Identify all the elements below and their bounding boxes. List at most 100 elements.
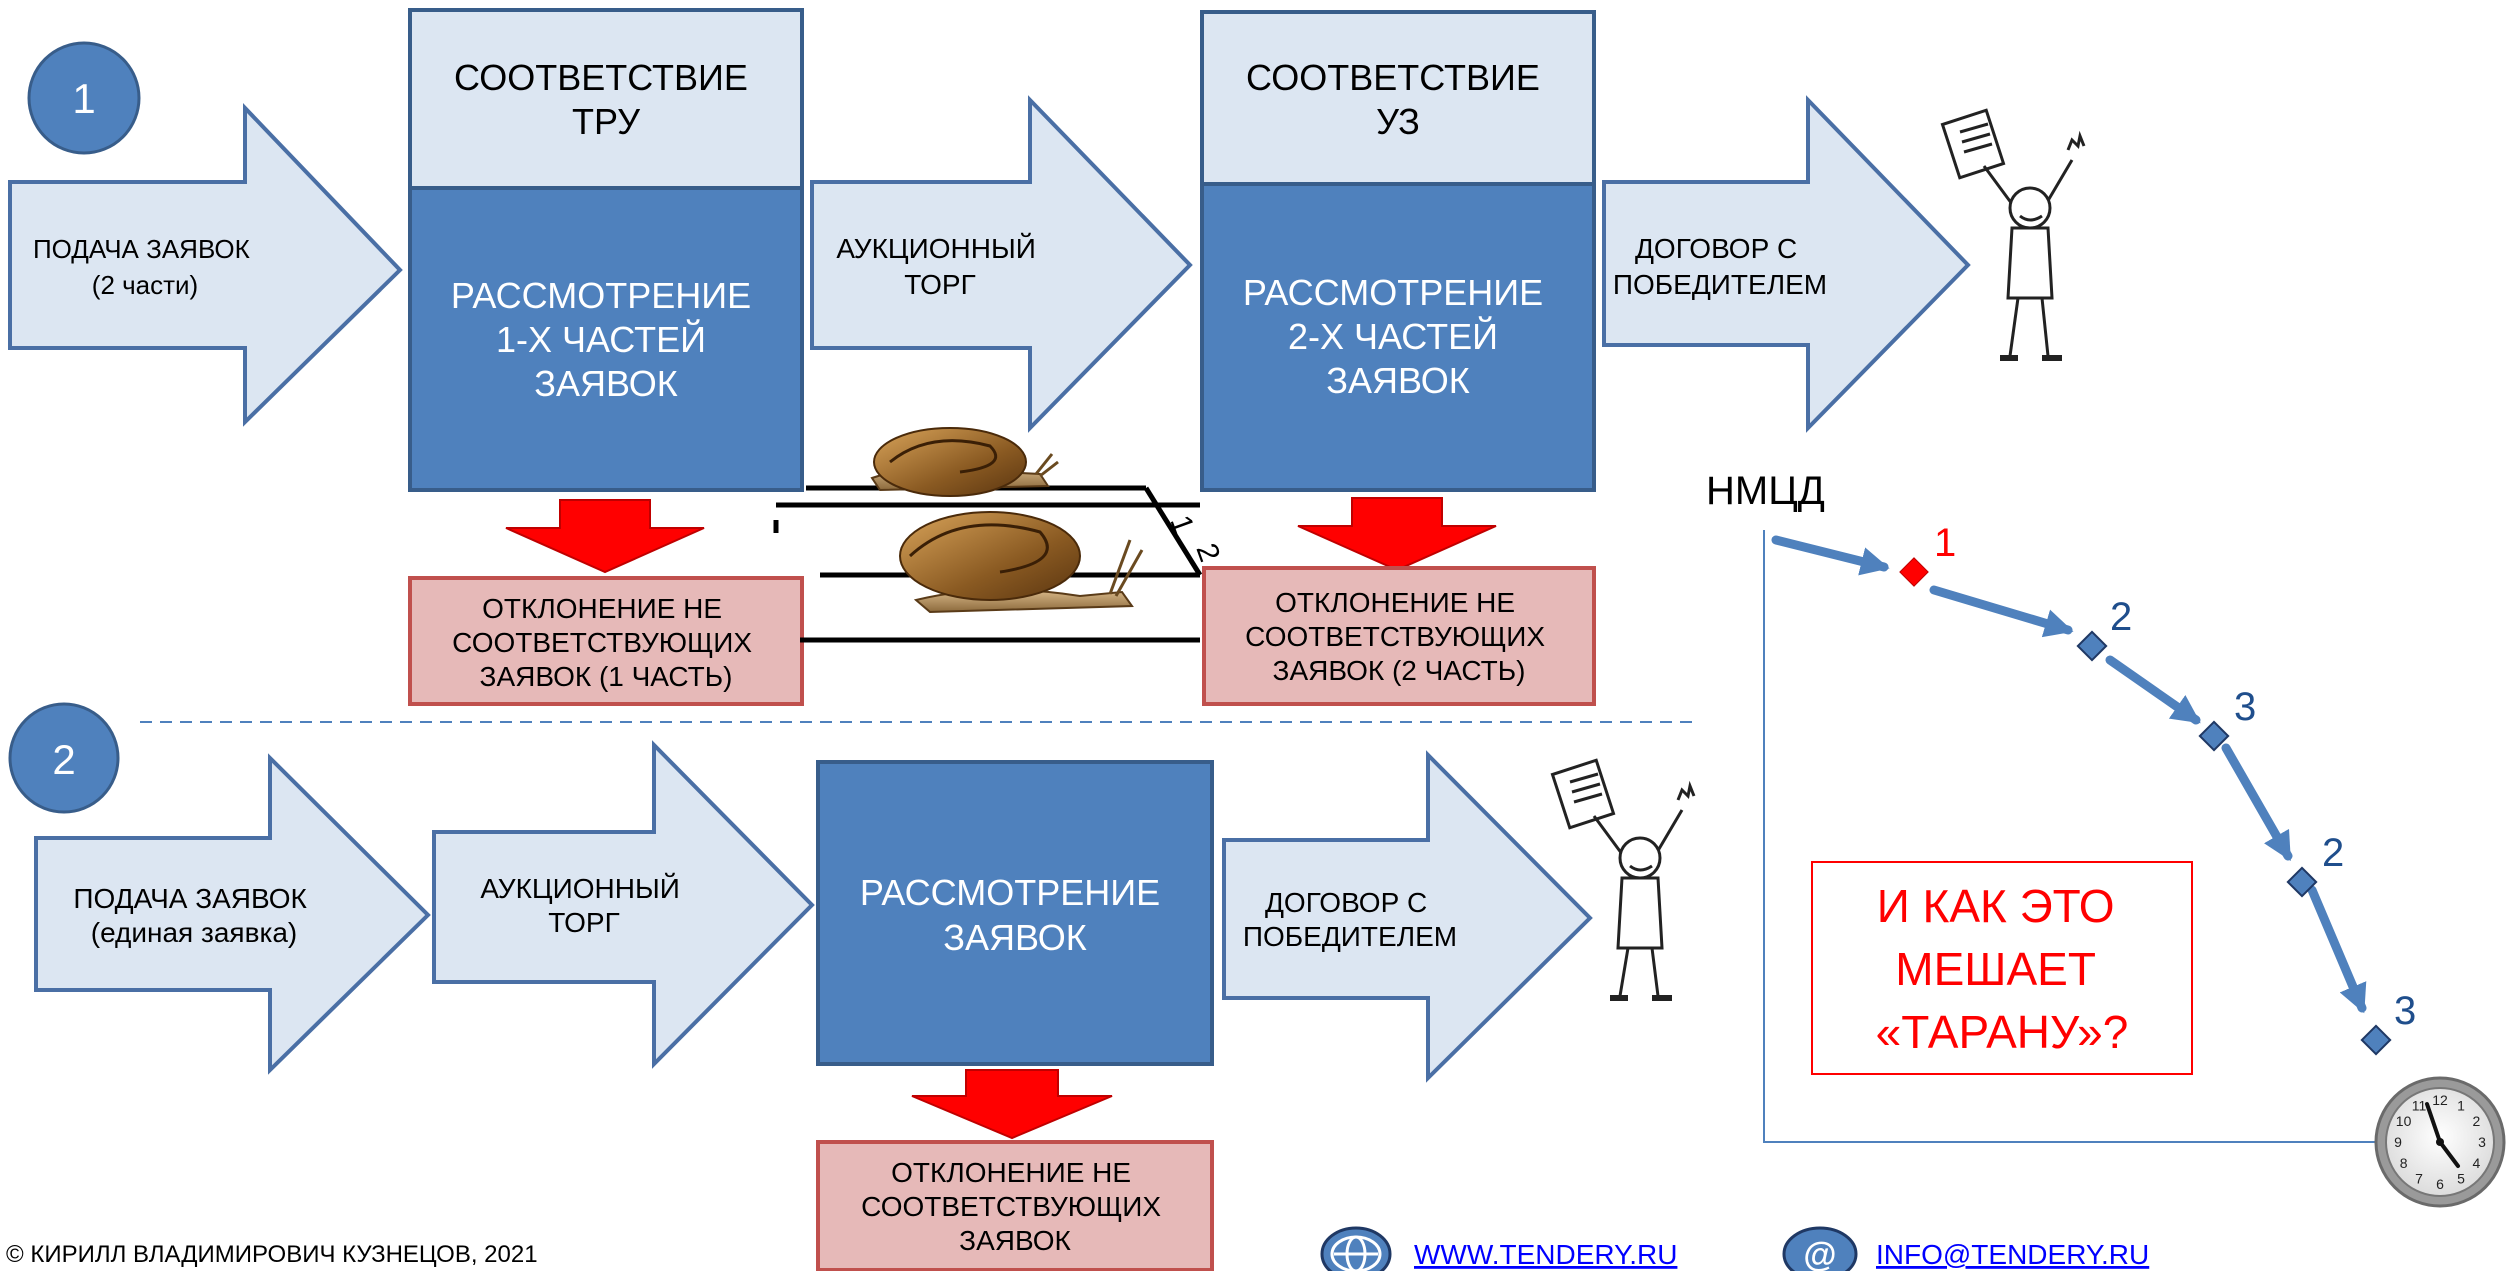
winner-figure-icon-2 bbox=[1550, 758, 1696, 1001]
reject-second-box: ОТКЛОНЕНИЕ НЕ СООТВЕТСТВУЮЩИХ ЗАЯВОК (2 … bbox=[1202, 566, 1596, 706]
lane-label-2: 2 bbox=[1189, 539, 1226, 566]
reject-single-box: ОТКЛОНЕНИЕ НЕ СООТВЕТСТВУЮЩИХ ЗАЯВОК bbox=[816, 1140, 1214, 1271]
svg-text:РАССМОТРЕНИЕ 2-Х ЧАСТЕ: РАССМОТРЕНИЕ 2-Х ЧАСТЕЙ ЗАЯВОК bbox=[1243, 272, 1553, 401]
nmcd-axis-label: НМЦД bbox=[1706, 469, 1825, 513]
svg-text:И КАК ЭТО МЕШАЕТ: И КАК ЭТО МЕШАЕТ «ТАРАНУ»? bbox=[1876, 880, 2129, 1058]
clock-numeral: 11 bbox=[2412, 1098, 2427, 1114]
review-single-line-1: РАССМОТРЕНИЕ bbox=[860, 872, 1160, 913]
callout-line-2: МЕШАЕТ bbox=[1895, 943, 2096, 995]
scenario-1: 1 ПОДАЧА ЗАЯВОК (2 части) СООТВЕТСТВИЕ Т… bbox=[8, 8, 2086, 706]
arrow-auction-2-line-2: ТОРГ bbox=[548, 907, 619, 938]
scenario-1-number: 1 bbox=[72, 75, 95, 122]
scenario-1-badge: 1 bbox=[27, 41, 141, 155]
arrow-auction-2-line-1: АУКЦИОННЫЙ bbox=[480, 873, 680, 904]
point-label-1: 1 bbox=[1934, 521, 1956, 565]
scenario-2-badge: 2 bbox=[8, 702, 120, 814]
clock-numeral: 4 bbox=[2473, 1155, 2481, 1171]
scenario-2-number: 2 bbox=[52, 736, 75, 783]
arrow-contract-2: ДОГОВОР С ПОБЕДИТЕЛЕМ bbox=[1222, 750, 1593, 1083]
check-uz-line-1: СООТВЕТСТВИЕ bbox=[1246, 57, 1540, 98]
reject-second-line-1: ОТКЛОНЕНИЕ НЕ bbox=[1275, 587, 1515, 618]
check-uz-box bbox=[1200, 10, 1596, 186]
chart-axes bbox=[1763, 530, 2390, 1143]
clock-numeral: 12 bbox=[2432, 1092, 2448, 1108]
down-arrow-reject-2 bbox=[1297, 497, 1497, 572]
review-first-parts-block: СООТВЕТСТВИЕ ТРУ РАССМОТРЕНИЕ 1-Х ЧАСТЕЙ… bbox=[408, 8, 804, 492]
arrow-contract-1-line-2: ПОБЕДИТЕЛЕМ bbox=[1613, 269, 1827, 300]
lane-label-1: 1 bbox=[1163, 511, 1200, 538]
reject-second-line-3: ЗАЯВОК (2 ЧАСТЬ) bbox=[1273, 655, 1526, 686]
svg-text:ДОГОВОР С ПОБЕДИТЕЛЕМ: ДОГОВОР С ПОБЕДИТЕЛЕМ bbox=[1613, 233, 1827, 300]
snail-icon-1 bbox=[870, 427, 1059, 497]
svg-text:ОТКЛОНЕНИЕ НЕ СООТВЕТС: ОТКЛОНЕНИЕ НЕ СООТВЕТСТВУЮЩИХ ЗАЯВОК (2 … bbox=[1245, 587, 1553, 686]
clock-numeral: 8 bbox=[2400, 1155, 2408, 1171]
svg-text:ОТКЛОНЕНИЕ НЕ СООТВЕТС: ОТКЛОНЕНИЕ НЕ СООТВЕТСТВУЮЩИХ ЗАЯВОК bbox=[861, 1157, 1169, 1256]
reject-first-line-2: СООТВЕТСТВУЮЩИХ bbox=[452, 627, 752, 658]
callout-line-3: «ТАРАНУ»? bbox=[1876, 1006, 2129, 1058]
price-points bbox=[1899, 557, 2392, 1056]
footer: © КИРИЛЛ ВЛАДИМИРОВИЧ КУЗНЕЦОВ, 2021 WWW… bbox=[6, 1226, 2149, 1271]
arrow-submit-line-2: (2 части) bbox=[92, 270, 198, 300]
copyright-text: © КИРИЛЛ ВЛАДИМИРОВИЧ КУЗНЕЦОВ, 2021 bbox=[6, 1241, 538, 1268]
down-arrow-reject-3 bbox=[911, 1069, 1113, 1140]
review-first-line-3: ЗАЯВОК bbox=[534, 363, 678, 404]
review-first-box bbox=[408, 186, 804, 492]
clock-numeral: 9 bbox=[2394, 1134, 2402, 1150]
svg-text:АУКЦИОННЫЙ ТОРГ: АУКЦИОННЫЙ ТОРГ bbox=[480, 873, 687, 938]
down-arrow-reject-1 bbox=[505, 499, 705, 574]
snail-icon-2 bbox=[899, 511, 1144, 614]
clock-numeral: 5 bbox=[2457, 1170, 2465, 1186]
check-tru-line-2: ТРУ bbox=[572, 101, 641, 142]
reject-first-line-3: ЗАЯВОК (1 ЧАСТЬ) bbox=[480, 661, 733, 692]
arrow-submit-single-line-2: (единая заявка) bbox=[91, 917, 297, 948]
callout-line-1: И КАК ЭТО bbox=[1877, 880, 2115, 932]
review-second-line-1: РАССМОТРЕНИЕ bbox=[1243, 272, 1543, 313]
clock-numeral: 7 bbox=[2415, 1170, 2423, 1186]
review-first-line-1: РАССМОТРЕНИЕ bbox=[451, 275, 751, 316]
arrow-auction-2: АУКЦИОННЫЙ ТОРГ bbox=[432, 740, 815, 1069]
point-label-3: 3 bbox=[2234, 685, 2256, 729]
clock-numeral: 2 bbox=[2473, 1113, 2481, 1129]
svg-text:СООТВЕТСТВИЕ ТРУ: СООТВЕТСТВИЕ ТРУ bbox=[454, 57, 758, 142]
price-chart: НМЦД 1 2 3 2 3 И КАК ЭТО МЕШАЕТ «ТАРАН bbox=[1706, 469, 2506, 1208]
check-uz-line-2: УЗ bbox=[1376, 101, 1420, 142]
reject-single-line-1: ОТКЛОНЕНИЕ НЕ bbox=[891, 1157, 1131, 1188]
svg-text:РАССМОТРЕНИЕ 1-Х ЧАСТЕ: РАССМОТРЕНИЕ 1-Х ЧАСТЕЙ ЗАЯВОК bbox=[451, 275, 761, 404]
clock-numeral: 6 bbox=[2436, 1176, 2444, 1192]
svg-text:ПОДАЧА ЗАЯВОК (единая: ПОДАЧА ЗАЯВОК (единая заявка) bbox=[73, 883, 314, 948]
review-second-box bbox=[1200, 182, 1596, 492]
price-point-1 bbox=[1899, 557, 1929, 587]
reject-second-line-2: СООТВЕТСТВУЮЩИХ bbox=[1245, 621, 1545, 652]
website-link[interactable]: WWW.TENDERY.RU bbox=[1414, 1239, 1677, 1270]
arrow-submit-single: ПОДАЧА ЗАЯВОК (единая заявка) bbox=[34, 753, 431, 1075]
review-first-line-2: 1-Х ЧАСТЕЙ bbox=[496, 318, 706, 360]
arrow-auction-1-line-2: ТОРГ bbox=[904, 269, 975, 300]
price-path bbox=[1771, 535, 2367, 1014]
arrow-contract-2-line-2: ПОБЕДИТЕЛЕМ bbox=[1243, 921, 1457, 952]
callout-box: И КАК ЭТО МЕШАЕТ «ТАРАНУ»? bbox=[1811, 861, 2193, 1075]
email-link-text[interactable]: INFO@TENDERY.RU bbox=[1876, 1239, 2149, 1270]
reject-single-line-3: ЗАЯВОК bbox=[959, 1225, 1071, 1256]
clock-numeral: 1 bbox=[2457, 1098, 2465, 1114]
svg-text:ДОГОВОР С ПОБЕДИТЕЛЕМ: ДОГОВОР С ПОБЕДИТЕЛЕМ bbox=[1243, 887, 1457, 952]
arrow-submit-applications: ПОДАЧА ЗАЯВОК (2 части) bbox=[8, 103, 403, 427]
point-label-2: 2 bbox=[2110, 595, 2132, 639]
point-label-4: 2 bbox=[2322, 831, 2344, 875]
price-point-2 bbox=[2076, 630, 2108, 662]
arrow-submit-line-1: ПОДАЧА ЗАЯВОК bbox=[33, 234, 250, 264]
email-link[interactable]: INFO@TENDERY.RU bbox=[1876, 1239, 2149, 1270]
review-second-parts-block: СООТВЕТСТВИЕ УЗ РАССМОТРЕНИЕ 2-Х ЧАСТЕЙ … bbox=[1200, 10, 1596, 492]
price-point-3 bbox=[2198, 720, 2230, 752]
price-point-4 bbox=[2286, 866, 2318, 898]
review-single-line-2: ЗАЯВОК bbox=[943, 917, 1087, 958]
arrow-submit-single-line-1: ПОДАЧА ЗАЯВОК bbox=[73, 883, 307, 914]
review-single-box: РАССМОТРЕНИЕ ЗАЯВОК bbox=[816, 760, 1214, 1066]
arrow-auction-1: АУКЦИОННЫЙ ТОРГ bbox=[810, 95, 1193, 433]
arrow-auction-1-line-1: АУКЦИОННЫЙ bbox=[836, 233, 1036, 264]
winner-figure-icon-1 bbox=[1940, 108, 2086, 361]
website-link-text[interactable]: WWW.TENDERY.RU bbox=[1414, 1239, 1677, 1270]
svg-text:СООТВЕТСТВИЕ УЗ: СООТВЕТСТВИЕ УЗ bbox=[1246, 57, 1550, 142]
review-second-line-2: 2-Х ЧАСТЕЙ bbox=[1288, 315, 1498, 357]
email-icon: @ bbox=[1782, 1226, 1858, 1271]
